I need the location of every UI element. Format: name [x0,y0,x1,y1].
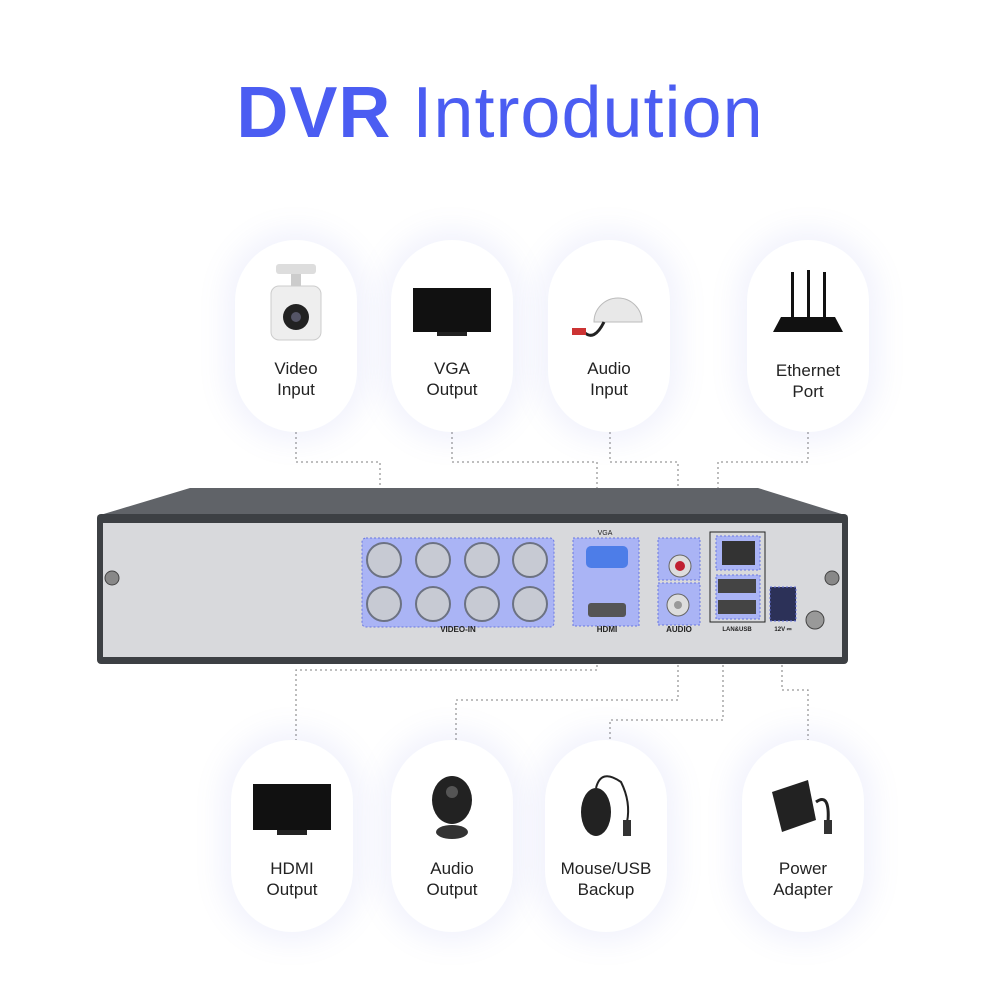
title-bold: DVR [236,73,392,153]
label-line2: Output [266,880,318,899]
router-icon [773,270,843,332]
audio-out-port [674,601,682,609]
label-line2: Port [792,382,824,401]
audio-label: AUDIO [666,625,692,634]
monitor-icon [413,288,491,336]
card-hdmi-output: HDMI Output [231,740,353,932]
label-line1: Power [778,859,828,878]
card-vga-output: VGA Output [391,240,513,432]
video-in-ports [361,537,555,628]
speaker-icon [432,776,472,839]
label-line1: Ethernet [775,361,841,380]
hdmi-port [588,603,626,617]
label-line2: Input [590,380,628,399]
label-line1: Video [274,359,318,378]
page-title: DVR Introdution [0,72,1000,154]
usb-port-2 [718,600,756,614]
label-line1: Audio [430,859,474,878]
label-line2: Input [277,380,315,399]
title-light: Introdution [412,73,764,153]
vga-label: VGA [598,530,613,537]
microphone-icon [572,297,643,337]
label-line1: Audio [587,359,631,378]
label-line1: Mouse/USB [560,859,652,878]
ethernet-port [722,541,755,565]
audio-in-port [675,561,685,571]
usb-port-1 [718,579,756,593]
power-adapter-icon [772,780,832,834]
label-line2: Adapter [773,880,833,899]
label-line2: Backup [577,880,635,899]
monitor-icon [253,784,331,835]
hdmi-label: HDMI [597,625,617,634]
label-line1: VGA [434,359,470,378]
lan-usb-label: LAN&USB [722,627,752,633]
power-port [769,586,797,622]
ground-screw [805,610,825,630]
label-line1: HDMI [270,859,314,878]
label-line2: Output [426,880,478,899]
card-mouse-usb-backup: Mouse/USB Backup [545,740,667,932]
lan-usb-frame [709,531,766,623]
vga-port [586,546,628,568]
bullet-camera-icon [270,264,322,341]
dvr-top [97,488,848,516]
mouse-icon [581,775,631,836]
power-label: 12V ⎓ [774,627,791,633]
video-in-label: VIDEO-IN [440,625,476,634]
label-line2: Output [426,380,478,399]
